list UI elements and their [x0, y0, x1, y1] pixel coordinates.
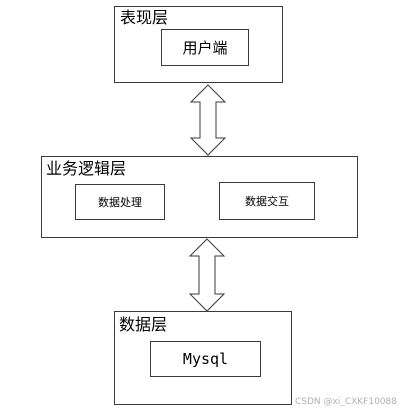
- bidirectional-arrow-business-data: [188, 238, 226, 312]
- presentation-layer-title: 表现层: [120, 8, 169, 27]
- watermark-text: CSDN @xi_CXKF10088: [294, 397, 397, 407]
- client-box: 用户端: [161, 29, 249, 66]
- data-interaction-box: 数据交互: [219, 182, 315, 220]
- data-layer-title: 数据层: [119, 315, 168, 334]
- data-processing-box: 数据处理: [75, 184, 165, 220]
- bidirectional-arrow-presentation-business: [189, 84, 227, 156]
- business-layer-title: 业务逻辑层: [46, 159, 127, 178]
- mysql-box: Mysql: [150, 341, 261, 377]
